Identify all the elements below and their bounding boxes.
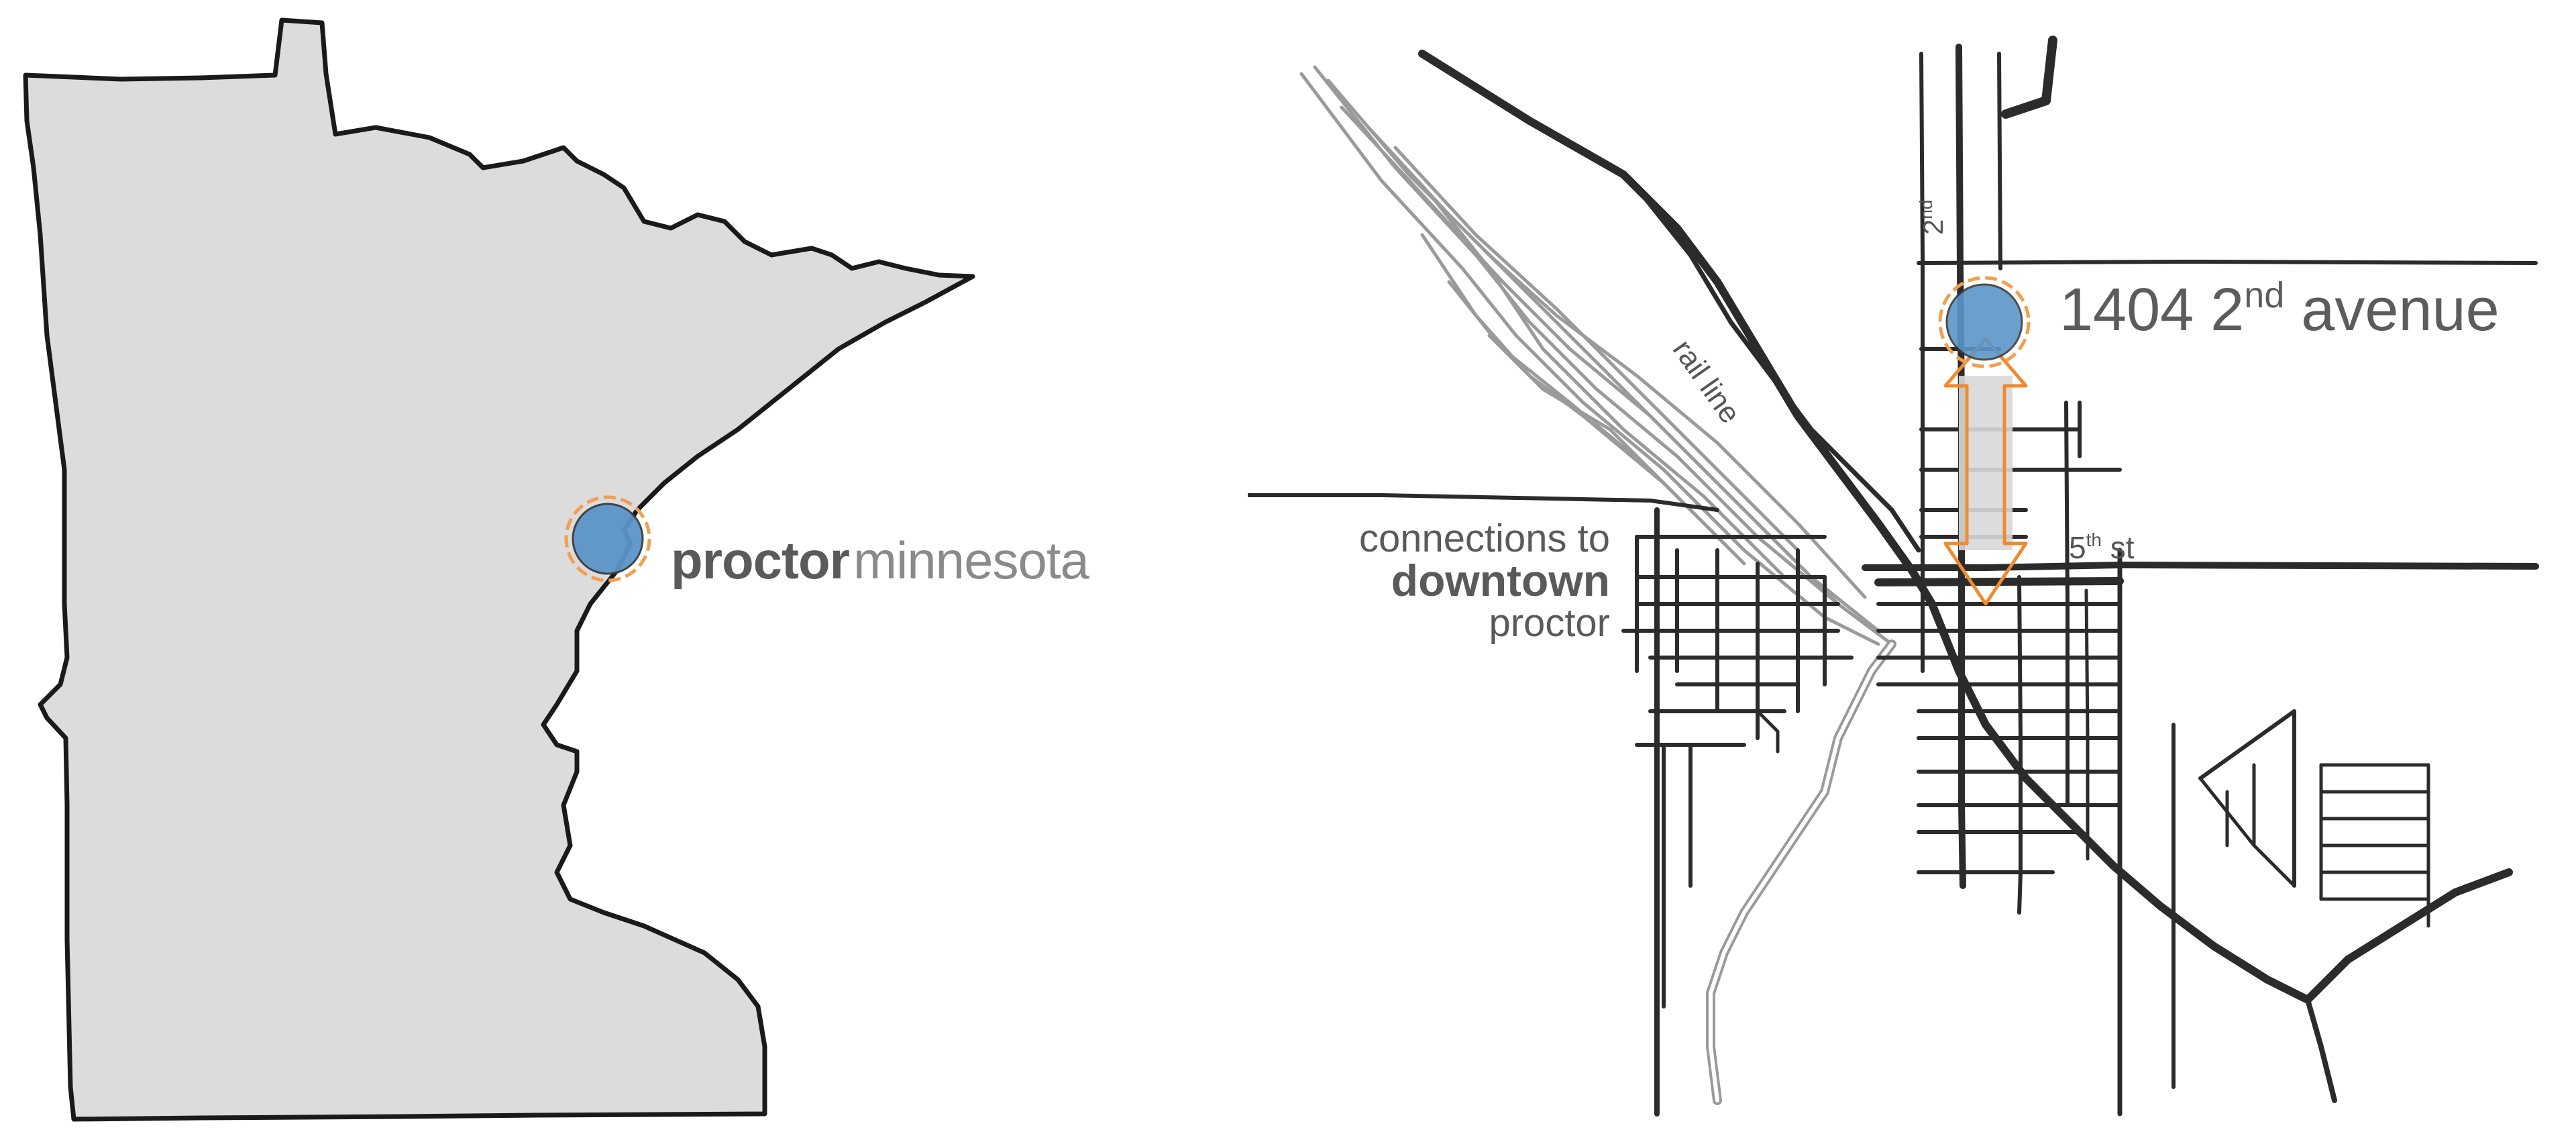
street-2nd-sup: nd: [1916, 200, 1936, 219]
address-ring: [1938, 276, 2031, 368]
roads: [1248, 36, 2539, 1117]
address-marker: [1945, 283, 2023, 361]
connections-line-1: connections to: [1359, 517, 1610, 560]
address-number: 1404 2: [2059, 276, 2244, 344]
street-5th-sup: th: [2086, 529, 2102, 550]
rail-corridor-south-inner: [1709, 642, 1894, 1102]
street-5th-rest: st: [2102, 530, 2135, 565]
proctor-street-map: 1404 2nd avenue 2nd 5th st rail line con…: [1248, 36, 2539, 1117]
connections-line-3: proctor: [1489, 601, 1610, 645]
address-rest: avenue: [2284, 276, 2499, 344]
street-2nd-main: 2: [1917, 219, 1949, 235]
state-label-bold: proctor: [671, 531, 850, 590]
rail-line-label: rail line: [1666, 334, 1747, 429]
street-label-2nd: 2nd: [1916, 200, 1949, 235]
connections-line-2: downtown: [1391, 556, 1610, 605]
state-map-panel: proctorminnesota: [0, 0, 1140, 1138]
corridor-highlight: [1959, 376, 2012, 550]
proctor-ring: [564, 495, 651, 582]
street-5th-main: 5: [2069, 530, 2086, 565]
state-label: proctorminnesota: [671, 531, 1089, 590]
state-label-light: minnesota: [853, 531, 1089, 590]
town-map-panel: 1404 2nd avenue 2nd 5th st rail line con…: [1248, 0, 2576, 1138]
address-sup: nd: [2244, 275, 2284, 315]
street-label-5th: 5th st: [2069, 529, 2135, 565]
connection-arrow: [1943, 337, 2028, 606]
minnesota-map: proctorminnesota: [23, 17, 1090, 1122]
proctor-marker: [572, 503, 644, 575]
address-label: 1404 2nd avenue: [2059, 275, 2500, 344]
